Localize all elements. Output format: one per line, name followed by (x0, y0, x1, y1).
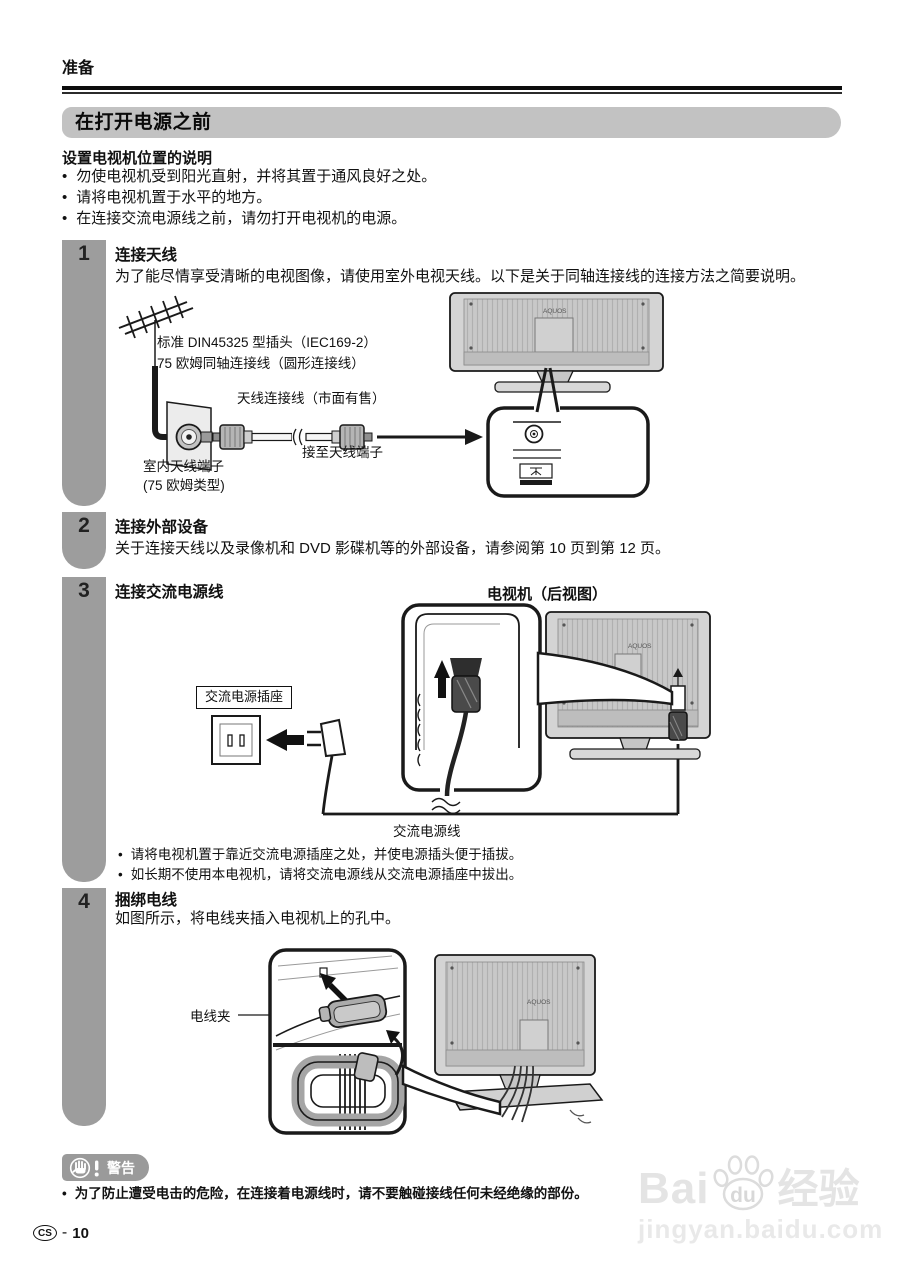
footer-separator: - (61, 1224, 68, 1241)
step-2-title: 连接外部设备 (115, 519, 209, 536)
plug-direction-arrow-icon (266, 729, 304, 751)
ac-cord-label: 交流电源线 (393, 824, 461, 839)
step-3-number: 3 (78, 579, 90, 602)
watermark-paw-text: du (731, 1184, 757, 1207)
step-1-title: 连接天线 (115, 247, 178, 264)
section-label: 准备 (62, 60, 95, 77)
step-1-body: 为了能尽情享受清晰的电视图像，请使用室外电视天线。以下是关于同轴连接线的连接方法… (115, 268, 806, 285)
edition-code: CS (33, 1225, 57, 1241)
setup-bullet: 请将电视机置于水平的地方。 (62, 187, 436, 208)
watermark-url: jingyan.baidu.com (638, 1214, 884, 1244)
title-rule-shadow (62, 92, 842, 94)
setup-heading: 设置电视机位置的说明 (62, 150, 213, 167)
power-cord-diagram: AQUOS (211, 603, 711, 816)
step-3-bar: 3 (62, 577, 106, 882)
step-4-title: 捆绑电线 (115, 892, 178, 909)
stop-hand-icon (69, 1157, 99, 1178)
step-4-body: 如图所示，将电线夹插入电视机上的孔中。 (115, 910, 401, 927)
callout-pointer (536, 651, 674, 706)
step-4-bar: 4 (62, 888, 106, 1126)
baidu-paw-icon: du (713, 1155, 775, 1211)
terminal-callout-box (486, 367, 650, 498)
antenna-cable-label: 天线连接线（市面有售） (237, 391, 386, 406)
setup-bullet: 勿使电视机受到阳光直射，并将其置于通风良好之处。 (62, 166, 436, 187)
section-header-pill: 在打开电源之前 (62, 107, 841, 138)
tv-rear-illustration: AQUOS (434, 954, 604, 1124)
step-2-number: 2 (78, 514, 90, 537)
ac-inlet-callout-box (401, 603, 542, 815)
step-1-bar: 1 (62, 240, 106, 506)
tv-rear-view-label: 电视机（后视图） (487, 586, 608, 603)
power-plug-icon (307, 718, 347, 815)
indoor-antenna-socket (166, 401, 213, 471)
tv-brand-text: AQUOS (628, 643, 652, 650)
plug-label-line2: 75 欧姆同轴连接线（圆形连接线） (157, 356, 365, 371)
watermark: Bai du 经验 jingyan.baidu.com (638, 1154, 906, 1245)
page-footer: CS - 10 (33, 1224, 89, 1242)
page-number: 10 (72, 1224, 89, 1242)
indoor-terminal-label-line1: 室内天线端子 (143, 459, 224, 474)
cable-clamp-diagram: AQUOS (238, 948, 604, 1135)
indoor-terminal-label-line2: (75 欧姆类型) (143, 478, 225, 493)
warning-text: 为了防止遭受电击的危险，在连接着电源线时，请不要触碰接线任何未经绝缘的部份。 (62, 1184, 832, 1203)
to-terminal-label: 接至天线端子 (302, 445, 383, 460)
coax-cable (212, 424, 373, 450)
setup-bullet-list: 勿使电视机受到阳光直射，并将其置于通风良好之处。 请将电视机置于水平的地方。 在… (62, 166, 436, 229)
antenna-icon (118, 295, 194, 440)
step-3-title: 连接交流电源线 (115, 584, 224, 601)
title-rule (62, 86, 842, 90)
tv-brand-text: AQUOS (543, 308, 567, 315)
step-3-note: 请将电视机置于靠近交流电源插座之处，并使电源插头便于插拔。 (118, 845, 523, 865)
step-3-note: 如长期不使用本电视机，请将交流电源线从交流电源插座中拔出。 (118, 865, 523, 885)
clamp-callout-box (268, 948, 407, 1135)
step-2-body: 关于连接天线以及录像机和 DVD 影碟机等的外部设备，请参阅第 10 页到第 1… (115, 540, 671, 557)
antenna-connection-diagram: AQUOS (118, 292, 664, 498)
setup-bullet: 在连接交流电源线之前，请勿打开电视机的电源。 (62, 208, 436, 229)
warning-badge: 警告 (62, 1154, 149, 1181)
connect-arrow-icon (377, 429, 483, 445)
tv-rear-illustration: AQUOS (449, 292, 664, 393)
step-1-number: 1 (78, 242, 90, 265)
step-3-notes: 请将电视机置于靠近交流电源插座之处，并使电源插头便于插拔。 如长期不使用本电视机… (118, 845, 523, 885)
cable-clamp-label: 电线夹 (190, 1009, 231, 1024)
wall-outlet-icon (211, 715, 261, 765)
watermark-brand-suffix: 经验 (777, 1166, 860, 1212)
callout-pointer (401, 1063, 502, 1116)
step-4-number: 4 (78, 890, 90, 913)
cable-clamp-icon (318, 994, 388, 1028)
watermark-brand-prefix: Bai (638, 1164, 710, 1213)
plug-label-line1: 标准 DIN45325 型插头（IEC169-2） (157, 335, 377, 350)
step-2-bar: 2 (62, 512, 106, 569)
warning-badge-label: 警告 (107, 1159, 135, 1176)
tv-brand-text: AQUOS (527, 999, 551, 1006)
ac-outlet-label: 交流电源插座 (196, 686, 292, 709)
